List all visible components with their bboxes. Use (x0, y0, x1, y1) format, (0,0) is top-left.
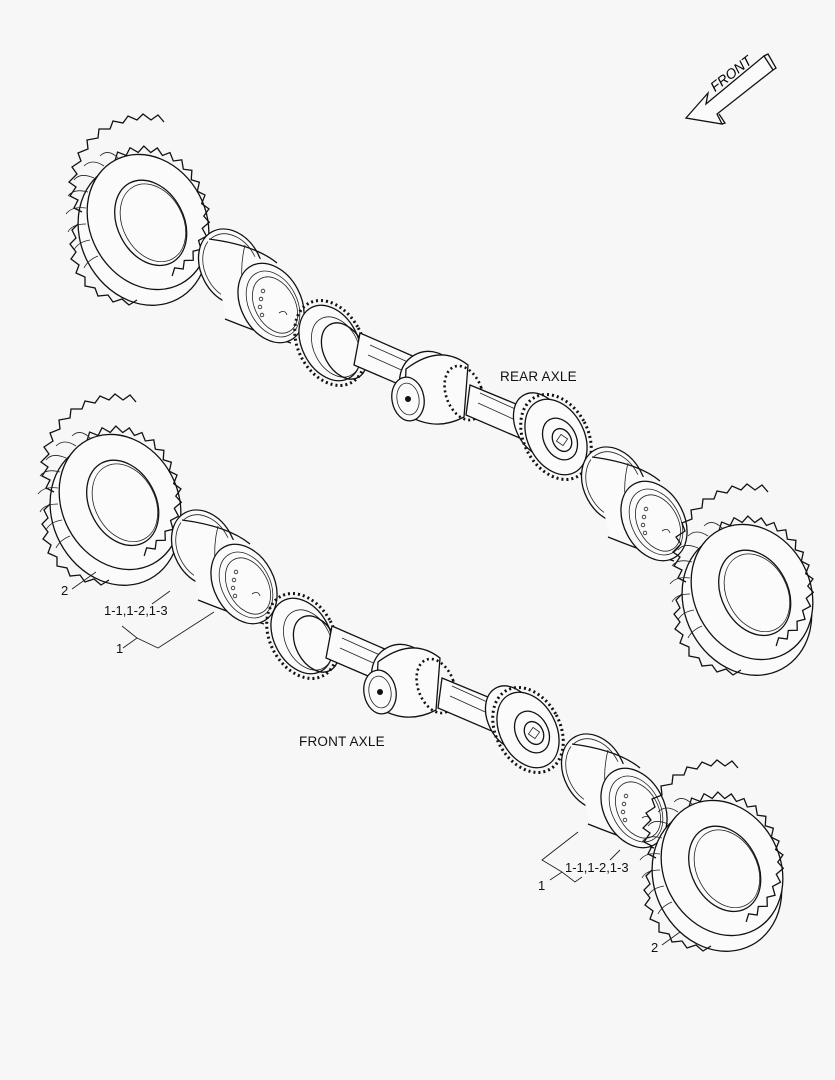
leader-lines (71, 571, 681, 946)
front-left-tire (24, 393, 206, 609)
front-direction-arrow-icon (684, 53, 777, 125)
callout-front-left-rim-sub: 1-1,1-2,1-3 (104, 603, 168, 618)
callout-front-right-tire: 2 (651, 940, 659, 955)
rear-axle-label: REAR AXLE (500, 369, 577, 384)
callout-front-right-rim: 1 (538, 878, 546, 893)
rear-left-tire (52, 113, 234, 329)
callout-front-right-rim-sub: 1-1,1-2,1-3 (565, 860, 629, 875)
callout-front-left-rim: 1 (116, 641, 124, 656)
front-left-rim (158, 497, 291, 636)
callout-front-left-tire: 2 (61, 583, 69, 598)
front-axle-label: FRONT AXLE (299, 734, 385, 749)
rear-axle-body (279, 286, 607, 494)
rear-right-rim (568, 434, 701, 573)
front-axle-body (251, 579, 579, 787)
rear-left-rim (185, 216, 318, 355)
